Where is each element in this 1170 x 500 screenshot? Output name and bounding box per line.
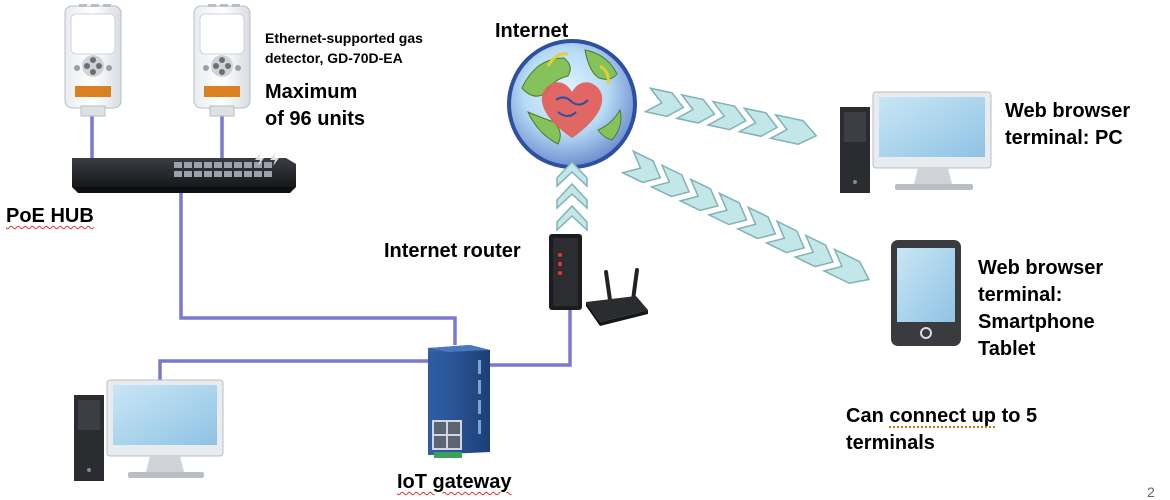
gas-detector-icon — [193, 4, 251, 117]
cable-router-to-gateway — [490, 308, 572, 367]
internet-label: Internet — [495, 20, 569, 42]
arrow-to-pc — [643, 87, 818, 145]
connect-note-underlined: connect up — [889, 405, 997, 427]
tablet-icon — [891, 240, 961, 346]
detector-description: Ethernet-supported gas detector, GD-70D-… — [265, 28, 423, 68]
globe-icon — [507, 39, 637, 169]
iot-gateway-label: IoT gateway — [397, 469, 511, 496]
ethernet-cables — [90, 112, 572, 380]
connect-note-pre: Can — [846, 405, 890, 427]
upload-arrow-stack — [556, 160, 588, 232]
tablet-terminal-line1: Web browser — [978, 257, 1104, 279]
gas-detector-icon — [64, 4, 122, 117]
max-units-line1: Maximum — [265, 81, 358, 103]
iot-gateway-icon — [428, 345, 490, 458]
tablet-terminal-line4: Tablet — [978, 338, 1036, 360]
pc-terminal-line2: terminal: PC — [1005, 127, 1123, 149]
cable-hub-to-gateway — [179, 181, 457, 345]
connect-note-line2: terminals — [846, 432, 935, 454]
pc-terminal-label: Web browser terminal: PC — [1005, 98, 1130, 152]
page-number: 2 — [1147, 484, 1155, 500]
tablet-terminal-line2: terminal: — [978, 284, 1063, 306]
desktop-pc-icon — [840, 91, 992, 193]
arrow-to-tablet — [620, 149, 871, 285]
internet-router-label: Internet router — [384, 240, 521, 262]
cable-pc-to-gateway — [158, 359, 428, 380]
tablet-terminal-label: Web browser terminal: Smartphone Tablet — [978, 255, 1103, 363]
heart-icon — [541, 82, 603, 138]
max-units-label: Maximum of 96 units — [265, 79, 365, 133]
detector-description-line2: detector, GD-70D-EA — [265, 50, 403, 66]
router-icon — [549, 234, 648, 326]
connect-note-line1: Can connect up to 5 — [846, 403, 1037, 430]
tablet-terminal-line3: Smartphone — [978, 311, 1095, 333]
max-units-line2: of 96 units — [265, 108, 366, 130]
poe-hub-icon — [72, 152, 296, 193]
connect-terminals-note: Can connect up to 5 terminals — [846, 403, 1037, 457]
pc-terminal-line1: Web browser — [1005, 100, 1131, 122]
detector-description-line1: Ethernet-supported gas — [265, 30, 423, 46]
connect-note-post: to 5 — [996, 405, 1038, 427]
poe-hub-label: PoE HUB — [6, 205, 94, 227]
iot-gateway-text: IoT gateway — [397, 471, 512, 493]
desktop-pc-icon — [74, 379, 224, 481]
